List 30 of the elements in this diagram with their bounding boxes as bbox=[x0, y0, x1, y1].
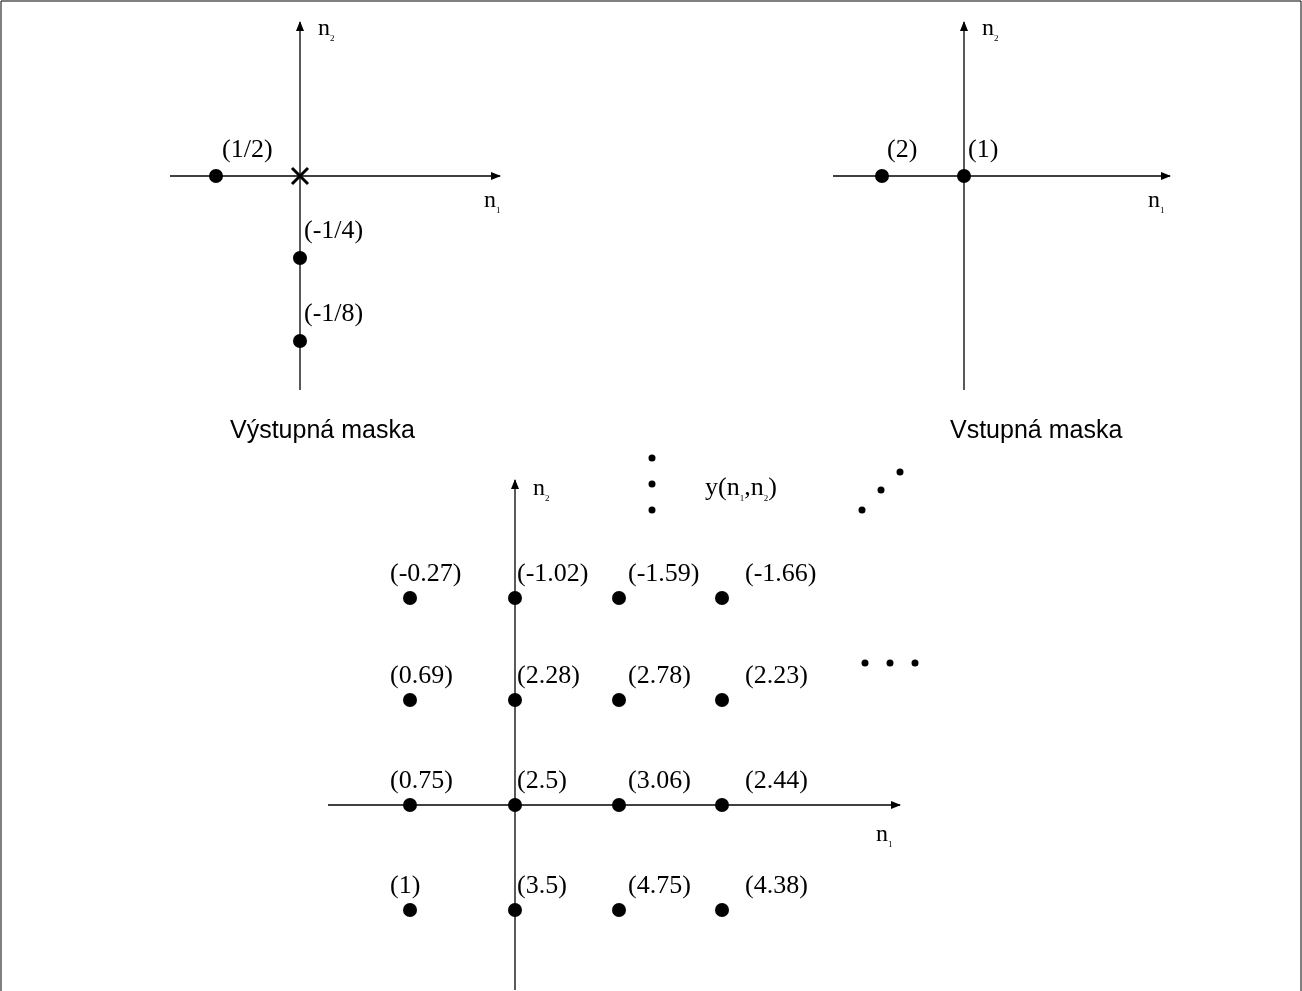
value-label: (-1.59) bbox=[628, 558, 700, 588]
value-label: (0.69) bbox=[390, 660, 453, 690]
axis-label: n$_{1}$ bbox=[484, 185, 501, 217]
value-label: (1/2) bbox=[222, 134, 273, 164]
value-label: (3.5) bbox=[517, 870, 567, 900]
axis-label: n$_{1}$ bbox=[1148, 185, 1165, 217]
value-label: (2.5) bbox=[517, 765, 567, 795]
value-label: (2) bbox=[887, 134, 918, 164]
function-label: y(n$_{1}$,n$_{2}$) bbox=[705, 472, 777, 506]
value-label: (-1/8) bbox=[304, 298, 364, 328]
value-label: (4.38) bbox=[745, 870, 808, 900]
value-label: (1) bbox=[968, 134, 999, 164]
value-label: (-0.27) bbox=[390, 558, 462, 588]
caption: Výstupná maska bbox=[230, 414, 415, 444]
value-label: (-1.02) bbox=[517, 558, 589, 588]
value-label: (4.75) bbox=[628, 870, 691, 900]
axis-label: n$_{1}$ bbox=[876, 819, 893, 851]
value-label: (2.28) bbox=[517, 660, 580, 690]
value-label: (0.75) bbox=[390, 765, 453, 795]
value-label: (3.06) bbox=[628, 765, 691, 795]
value-label: (2.23) bbox=[745, 660, 808, 690]
value-label: (2.44) bbox=[745, 765, 808, 795]
value-label: (-1/4) bbox=[304, 215, 364, 245]
caption: Vstupná maska bbox=[950, 414, 1123, 444]
axis-label: n$_{2}$ bbox=[533, 473, 550, 505]
value-label: (-1.66) bbox=[745, 558, 817, 588]
value-label: (1) bbox=[390, 870, 421, 900]
axis-label: n$_{2}$ bbox=[982, 13, 999, 45]
value-label: (2.78) bbox=[628, 660, 691, 690]
axis-label: n$_{2}$ bbox=[318, 13, 335, 45]
